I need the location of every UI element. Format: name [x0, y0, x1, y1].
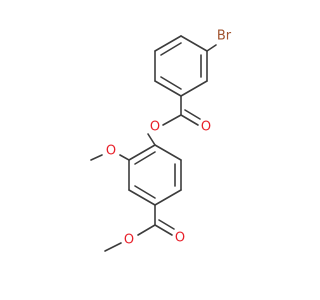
- bond: [154, 189, 182, 206]
- carbonyl-oxygen-top: O: [201, 120, 211, 135]
- bond: [180, 114, 199, 126]
- bond: [90, 154, 103, 161]
- methoxy-oxygen: O: [106, 144, 116, 159]
- bond: [180, 35, 208, 52]
- bond: [180, 80, 208, 97]
- molecule-structure: Br O O O O O: [90, 29, 232, 252]
- ester-oxygen-bottom: O: [124, 233, 134, 248]
- bond: [160, 42, 182, 56]
- bond: [128, 144, 156, 161]
- bond: [160, 76, 182, 90]
- ester-oxygen-top: O: [150, 120, 160, 135]
- bromine-atom: Br: [217, 29, 232, 44]
- bond: [128, 189, 156, 206]
- bond: [119, 154, 130, 161]
- bond: [137, 224, 156, 236]
- carbonyl-oxygen-bottom: O: [175, 231, 185, 246]
- bond: [154, 35, 182, 52]
- bond: [206, 44, 217, 52]
- bond: [134, 151, 156, 165]
- molecule-canvas: Br O O O O O: [90, 29, 232, 252]
- bond: [154, 144, 182, 161]
- bond: [104, 242, 122, 252]
- bond: [184, 109, 201, 120]
- bond: [154, 224, 173, 236]
- bond: [134, 185, 156, 199]
- bond: [158, 219, 175, 230]
- bond: [147, 133, 156, 146]
- bond: [162, 114, 182, 126]
- bond: [154, 80, 182, 97]
